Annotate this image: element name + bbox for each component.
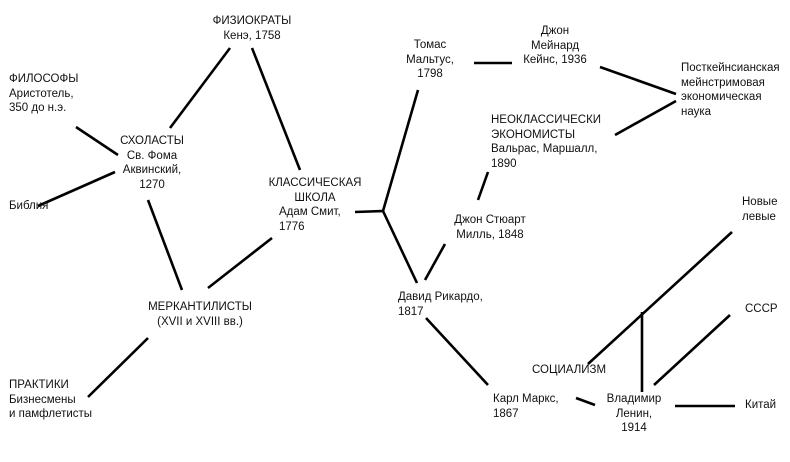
- edge-philosophers-scholastics: [75, 125, 119, 157]
- edge-socialism-newleft: [587, 231, 733, 365]
- node-philosophers-person: Аристотель,: [9, 87, 74, 100]
- edge-marx-lenin: [575, 396, 596, 407]
- node-practitioners-desc-2: и памфлетисты: [9, 408, 93, 420]
- edge-neoclassical-mill: [476, 171, 490, 201]
- node-new-left-line-2: левые: [742, 210, 776, 223]
- node-new-left: Новые левые: [742, 195, 777, 224]
- node-postkeynesian-line-3: экономическая: [681, 91, 762, 103]
- node-mercantilists-period: (XVII и XVIII вв.): [157, 315, 243, 328]
- node-lenin-date: 1914: [621, 422, 647, 434]
- node-lenin-last: Ленин,: [615, 407, 653, 420]
- node-classical-title-1: КЛАССИЧЕСКАЯ: [268, 177, 362, 189]
- node-physiocrats-person: Кенэ, 1758: [223, 29, 281, 42]
- node-malthus: Томас Мальтус, 1798: [395, 38, 465, 82]
- node-neoclassical: НЕОКЛАССИЧЕСКИ ЭКОНОМИСТЫ Вальрас, Марша…: [491, 113, 601, 171]
- node-mill-date: Милль, 1848: [456, 228, 524, 241]
- node-scholastics-person-1: Св. Фома: [126, 149, 178, 162]
- node-neoclassical-date: 1890: [491, 157, 517, 170]
- node-classical-person: Адам Смит,: [279, 206, 341, 218]
- node-malthus-last: Мальтус,: [406, 53, 454, 66]
- node-mercantilists: МЕРКАНТИЛИСТЫ (XVII и XVIII вв.): [140, 300, 260, 329]
- node-socialism: СОЦИАЛИЗМ: [532, 363, 606, 378]
- node-keynes-first: Джон: [540, 25, 570, 37]
- node-physiocrats-title: ФИЗИОКРАТЫ: [212, 15, 292, 27]
- node-scholastics-title: СХОЛАСТЫ: [120, 135, 184, 147]
- node-bible-title: Библия: [9, 200, 49, 212]
- node-keynes-middle: Мейнард: [530, 39, 580, 52]
- edge-keynes-postkeynes: [599, 65, 677, 96]
- node-marx-date: 1867: [493, 407, 519, 420]
- edge-scholastics-mercantilists: [146, 199, 184, 291]
- node-scholastics-person-2: Аквинский,: [122, 164, 182, 176]
- node-china: Китай: [745, 398, 776, 413]
- node-new-left-line-1: Новые: [742, 196, 778, 208]
- node-malthus-first: Томас: [413, 39, 447, 51]
- node-scholastics-date: 1270: [139, 178, 165, 191]
- edge-ricardo-marx: [425, 317, 489, 386]
- node-classical-title-2: ШКОЛА: [294, 191, 336, 204]
- edge-lenin-ussr: [653, 314, 731, 386]
- node-postkeynesian-line-2: мейнстримовая: [681, 76, 765, 89]
- node-practitioners-desc-1: Бизнесмены: [9, 393, 76, 406]
- node-marx-name: Карл Маркс,: [493, 393, 559, 405]
- node-mercantilists-title: МЕРКАНТИЛИСТЫ: [148, 301, 252, 313]
- edge-mill-ricardo: [423, 243, 447, 281]
- node-postkeynesian-line-1: Посткейнсианская: [681, 62, 780, 74]
- node-neoclassical-title-1: НЕОКЛАССИЧЕСКИ: [491, 114, 602, 126]
- node-mill: Джон Стюарт Милль, 1848: [440, 213, 540, 242]
- node-physiocrats: ФИЗИОКРАТЫ Кенэ, 1758: [202, 14, 302, 43]
- edge-neoclassical-postkeynes: [614, 99, 677, 137]
- node-keynes: Джон Мейнард Кейнс, 1936: [510, 24, 600, 68]
- node-ussr: СССР: [745, 302, 778, 317]
- edge-physiocrats-scholastics: [168, 47, 232, 129]
- edge-practitioners-mercantilists: [87, 337, 149, 398]
- node-practitioners: ПРАКТИКИ Бизнесмены и памфлетисты: [9, 378, 92, 422]
- node-lenin-first: Владимир: [606, 393, 662, 405]
- node-philosophers-title: ФИЛОСОФЫ: [9, 73, 79, 85]
- node-ricardo-name: Давид Рикардо,: [398, 291, 483, 303]
- node-malthus-date: 1798: [417, 68, 443, 80]
- node-classical-date: 1776: [279, 220, 305, 233]
- edge-mercantilists-classical: [207, 236, 273, 290]
- node-socialism-title: СОЦИАЛИЗМ: [532, 364, 607, 376]
- node-mill-name: Джон Стюарт: [454, 214, 526, 226]
- node-neoclassical-persons: Вальрас, Маршалл,: [491, 143, 598, 155]
- node-lenin: Владимир Ленин, 1914: [598, 392, 670, 436]
- node-scholastics: СХОЛАСТЫ Св. Фома Аквинский, 1270: [102, 134, 202, 192]
- edge-bible-scholastics: [37, 170, 116, 208]
- node-practitioners-title: ПРАКТИКИ: [9, 379, 69, 391]
- node-philosophers-date: 350 до н.э.: [9, 102, 67, 114]
- node-classical: КЛАССИЧЕСКАЯ ШКОЛА Адам Смит, 1776: [265, 176, 365, 234]
- edge-classical-junction: [354, 209, 384, 214]
- node-keynes-last: Кейнс, 1936: [523, 54, 587, 66]
- node-bible: Библия: [9, 199, 48, 214]
- node-neoclassical-title-2: ЭКОНОМИСТЫ: [491, 128, 576, 141]
- node-postkeynesian: Посткейнсианская мейнстримовая экономиче…: [681, 61, 780, 119]
- node-philosophers: ФИЛОСОФЫ Аристотель, 350 до н.э.: [9, 72, 78, 116]
- node-ussr-title: СССР: [745, 303, 778, 315]
- node-ricardo-date: 1817: [398, 305, 424, 318]
- edge-junction-ricardo: [381, 210, 419, 284]
- node-postkeynesian-line-4: наука: [681, 105, 712, 118]
- edge-physiocrats-classical: [250, 47, 302, 171]
- node-china-title: Китай: [745, 399, 777, 411]
- node-ricardo: Давид Рикардо, 1817: [398, 290, 483, 319]
- node-marx: Карл Маркс, 1867: [493, 392, 559, 421]
- edge-junction-malthus: [381, 89, 420, 212]
